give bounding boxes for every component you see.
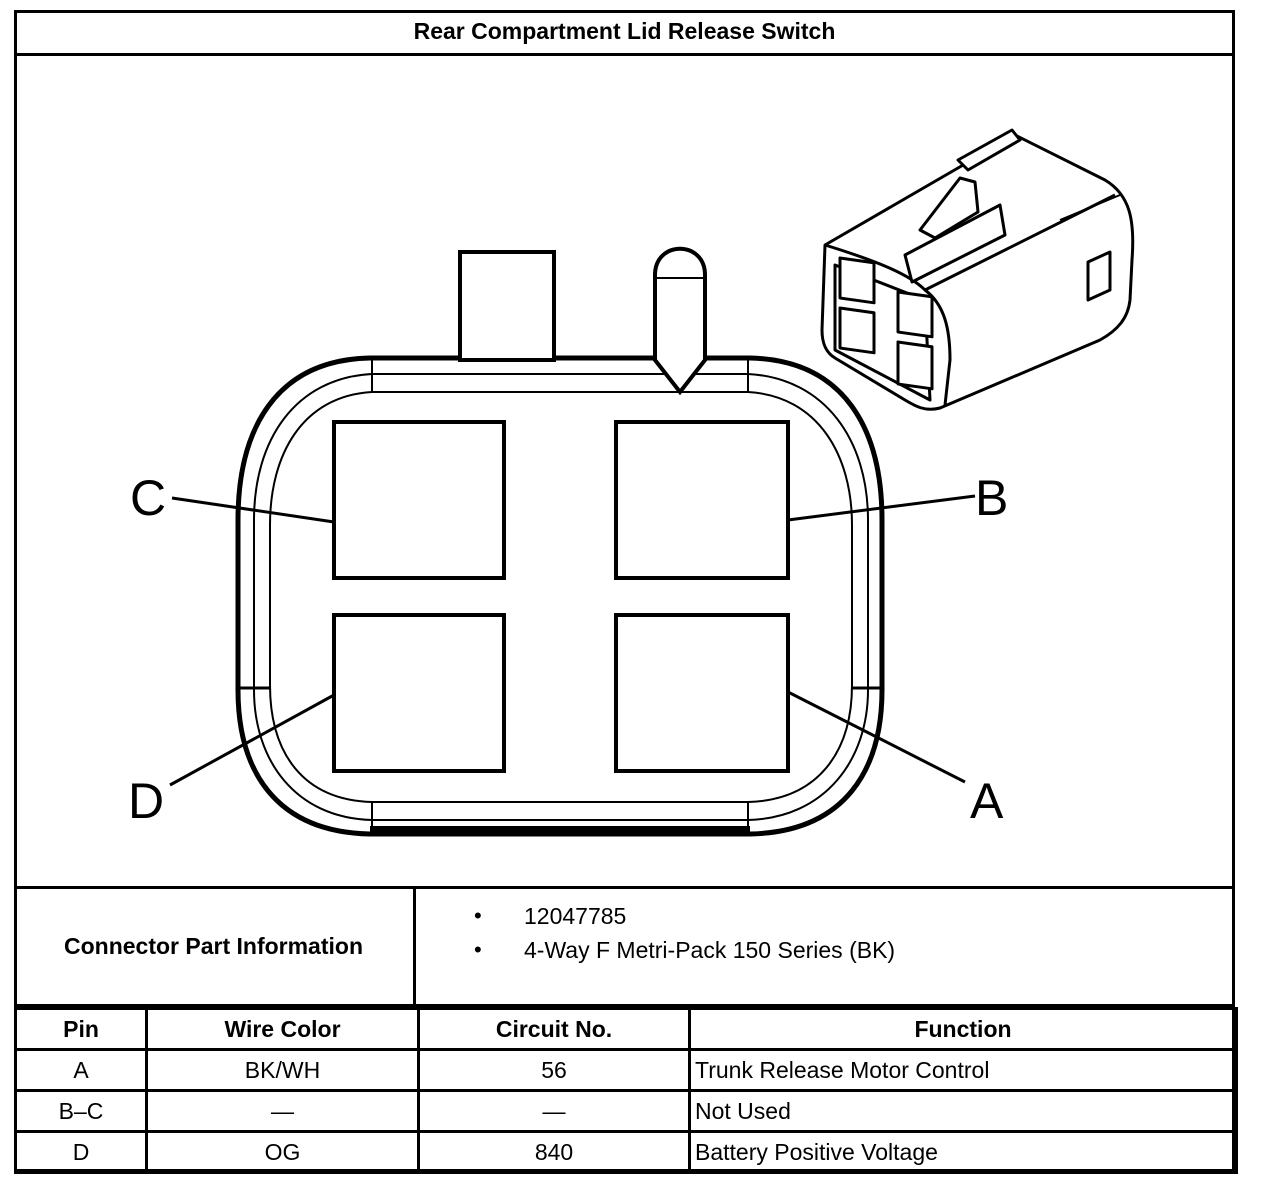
diagram-title: Rear Compartment Lid Release Switch <box>14 10 1235 56</box>
cell-pin: A <box>14 1048 148 1092</box>
header-pin: Pin <box>14 1007 148 1051</box>
connector-isometric-view <box>820 128 1135 411</box>
table-row: B–C — — Not Used <box>14 1089 1238 1133</box>
connector-info-row: Connector Part Information 12047785 4-Wa… <box>14 886 1235 1007</box>
table-row: D OG 840 Battery Positive Voltage <box>14 1130 1238 1174</box>
header-circuit-no: Circuit No. <box>417 1007 691 1051</box>
table-row: A BK/WH 56 Trunk Release Motor Control <box>14 1048 1238 1092</box>
connector-key <box>653 246 707 396</box>
cell-function: Battery Positive Voltage <box>688 1130 1238 1174</box>
cell-pin: B–C <box>14 1089 148 1133</box>
connector-diagram: C B D A <box>128 128 1135 837</box>
cell-function: Trunk Release Motor Control <box>688 1048 1238 1092</box>
cell-pin: D <box>14 1130 148 1174</box>
cell-wire-color: OG <box>145 1130 420 1174</box>
cell-wire-color: BK/WH <box>145 1048 420 1092</box>
pin-table: Pin Wire Color Circuit No. Function A BK… <box>14 1007 1238 1174</box>
part-number: 12047785 <box>416 899 895 933</box>
connector-info-label: Connector Part Information <box>14 889 416 1004</box>
leader-lines <box>169 494 976 787</box>
cell-wire-color: — <box>145 1089 420 1133</box>
header-function: Function <box>688 1007 1238 1051</box>
connector-description: 4-Way F Metri-Pack 150 Series (BK) <box>416 933 895 967</box>
cavity-d <box>332 613 506 773</box>
cell-circuit: 840 <box>417 1130 691 1174</box>
table-header-row: Pin Wire Color Circuit No. Function <box>14 1007 1238 1051</box>
cavity-c <box>332 420 506 580</box>
cell-circuit: 56 <box>417 1048 691 1092</box>
cell-function: Not Used <box>688 1089 1238 1133</box>
header-wire-color: Wire Color <box>145 1007 420 1051</box>
connector-housing <box>235 355 885 837</box>
connector-info-list: 12047785 4-Way F Metri-Pack 150 Series (… <box>416 899 895 967</box>
cavity-b <box>614 420 790 580</box>
pin-label-b: B <box>975 470 1008 526</box>
pin-label-a: A <box>970 773 1004 829</box>
cell-circuit: — <box>417 1089 691 1133</box>
connector-latch <box>458 250 556 362</box>
cavity-a <box>614 613 790 773</box>
pin-label-d: D <box>128 773 164 829</box>
pin-label-c: C <box>130 470 166 526</box>
